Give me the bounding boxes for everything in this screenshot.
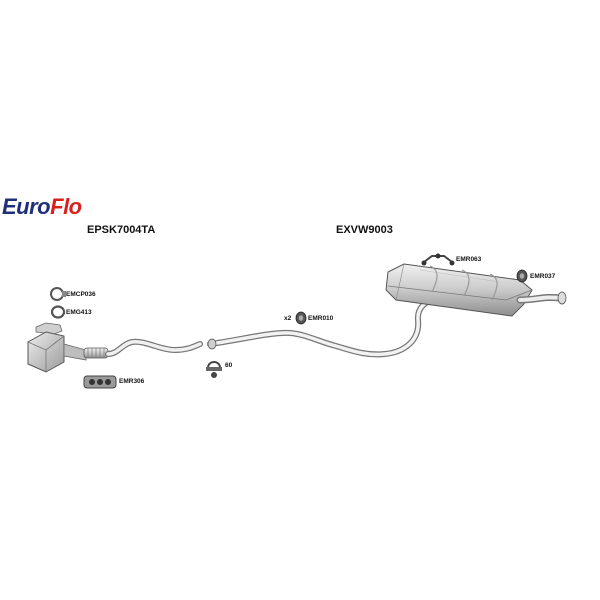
kit-code-front: EPSK7004TA — [87, 224, 156, 236]
gasket-icon — [50, 305, 66, 319]
part-label-emr063: EMR063 — [456, 256, 482, 263]
part-label-emcp036: EMCP036 — [66, 291, 96, 298]
clamp-icon — [50, 287, 66, 301]
logo-text-euro: Euro — [2, 194, 51, 219]
flex-pipe-icon — [83, 347, 109, 359]
part-label-clamp-60: 60 — [225, 362, 233, 369]
logo-text-flo: Flo — [50, 194, 82, 219]
bracket-icon — [421, 253, 455, 266]
part-label-emr010: EMR010 — [308, 315, 334, 322]
part-qty-x2: x2 — [284, 315, 292, 322]
u-clamp-icon — [206, 361, 222, 378]
rubber-mount-icon — [295, 311, 307, 325]
hanger-icon — [83, 375, 117, 389]
part-label-emr037: EMR037 — [530, 273, 556, 280]
part-label-emg413: EMG413 — [66, 309, 92, 316]
rear-silencer-icon — [385, 263, 567, 317]
kit-code-rear: EXVW9003 — [336, 224, 393, 236]
euroflo-logo: EuroFlo — [2, 196, 82, 218]
center-pipe-icon — [207, 295, 443, 358]
rubber-ring-icon — [516, 269, 528, 283]
dpf-catalyst-icon — [27, 322, 87, 373]
part-label-emr306: EMR306 — [119, 378, 145, 385]
